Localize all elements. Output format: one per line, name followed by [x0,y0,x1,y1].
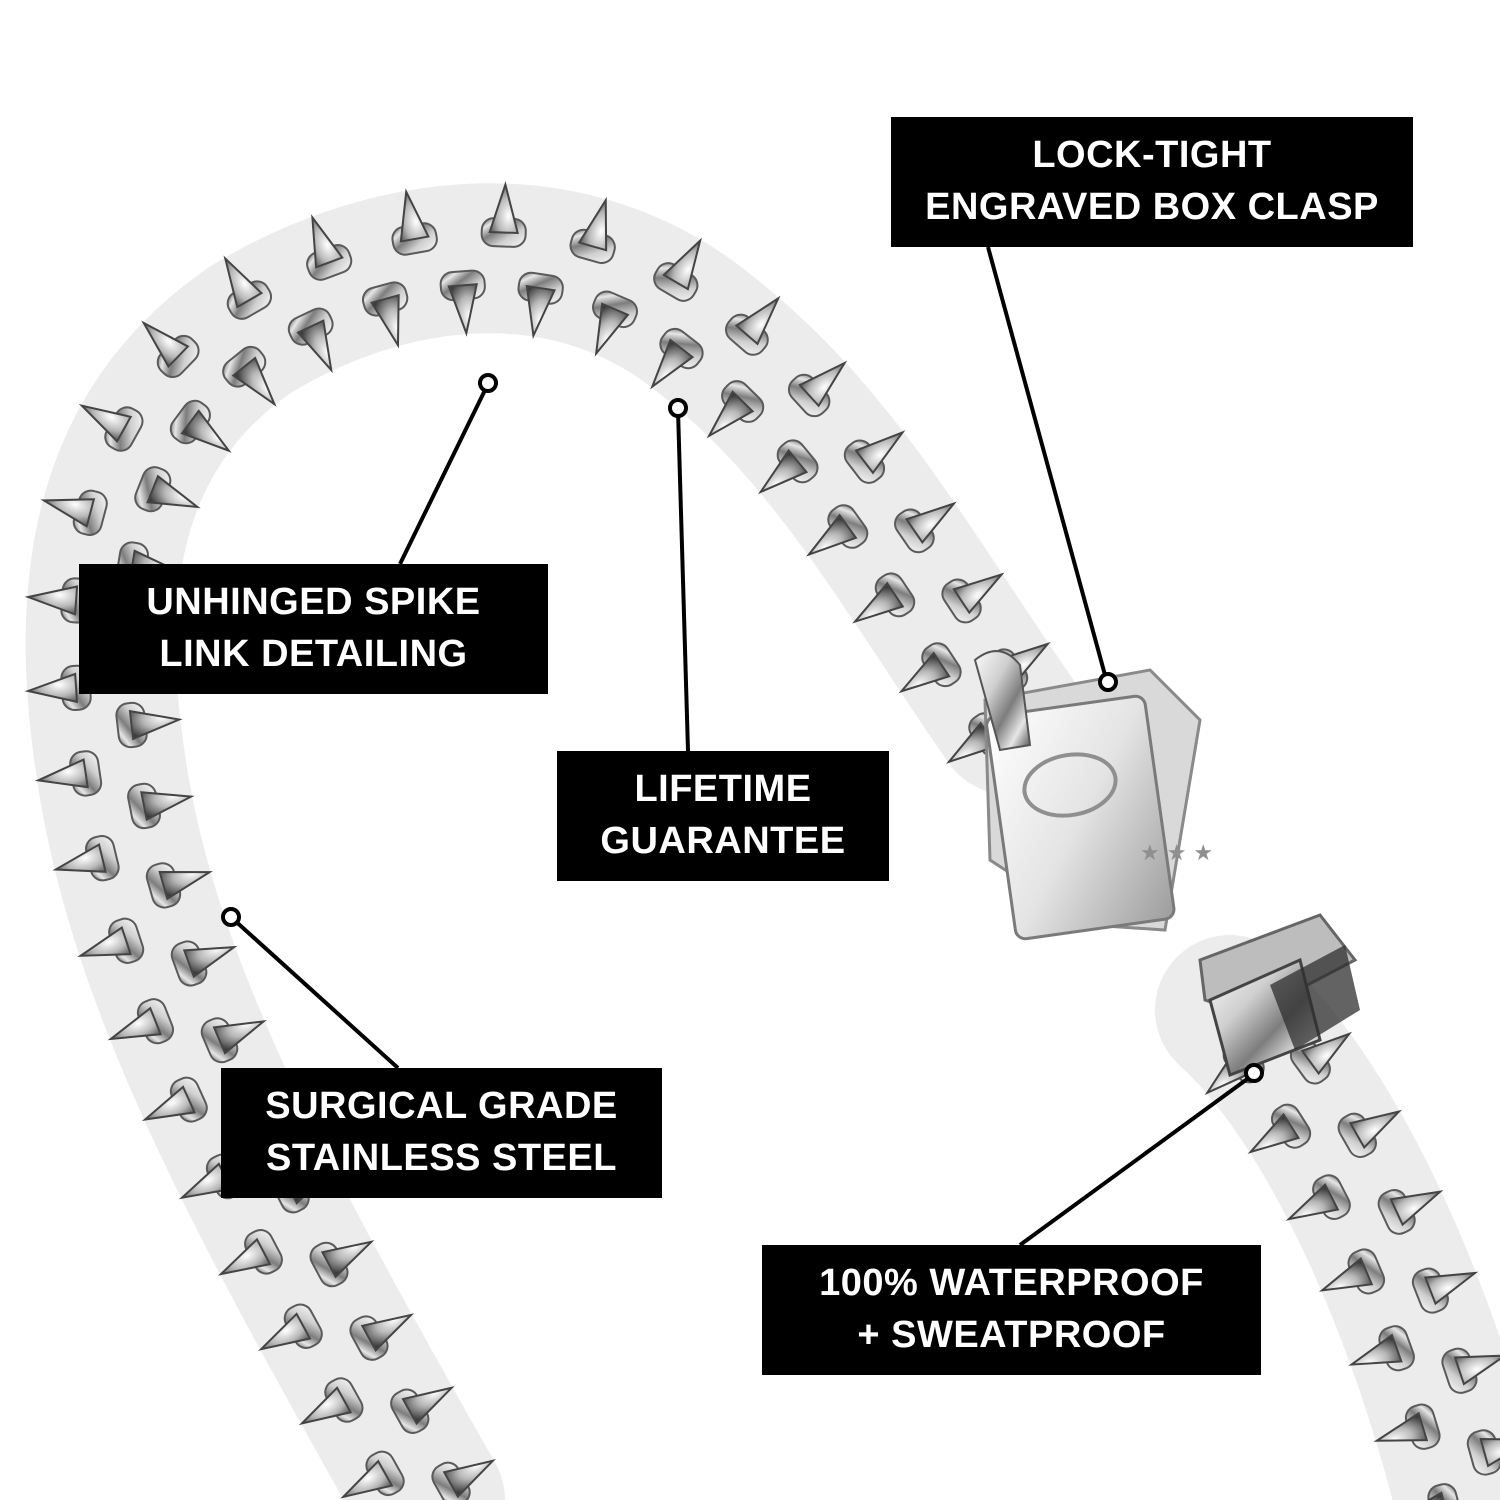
chain-link [145,862,214,909]
chain-link [1318,1248,1386,1295]
chain-link [650,327,704,390]
chain-link [569,196,616,265]
chain-link [309,1240,375,1288]
callout-surgical-steel: SURGICAL GRADE STAINLESS STEEL [221,1068,662,1198]
chain-link [805,504,869,557]
chain-link [843,430,906,484]
chain-link [852,572,916,624]
chain-link [898,642,962,694]
callout-line: ENGRAVED BOX CLASP [925,186,1379,228]
chain-link [787,360,848,418]
callout-lock-tight-clasp: LOCK-TIGHT ENGRAVED BOX CLASP [891,117,1413,247]
chain-link [517,271,564,340]
clasp-tongue [1198,913,1360,1078]
chain-link [653,237,702,302]
callout-line: LINK DETAILING [159,633,468,675]
chain-link [1373,1403,1441,1450]
chain-link [287,307,334,374]
chain-link [480,180,527,248]
chain-link [141,320,200,379]
chain-link [107,998,174,1045]
chain-link [706,380,765,439]
chain-link [169,399,232,453]
chain-link [1411,1267,1479,1314]
chain-link [349,1313,415,1361]
chain-link [170,940,238,987]
chain-link [1441,1347,1500,1394]
chain-link [1466,1429,1500,1476]
callout-line: GUARANTEE [600,820,846,862]
callout-line: 100% WATERPROOF [819,1262,1204,1304]
chain-link [306,214,353,281]
chain-link [592,290,638,357]
callout-dot-spike [478,373,498,393]
callout-dot-water [1244,1063,1264,1083]
chain-link [1285,1174,1351,1221]
chain-link [941,572,1005,624]
chain-link [391,188,438,256]
chain-link [725,295,781,356]
chain-link [361,281,409,349]
chain-link [1348,1325,1415,1372]
chain-link [257,1303,323,1351]
chain-link [222,345,277,407]
callout-dot-lifetime [668,398,688,418]
chain-link [52,834,120,882]
chain-link [1337,1109,1403,1158]
chain-link [34,750,103,797]
chain-link [40,489,108,536]
chain-link [200,1017,267,1064]
chain-link [1377,1189,1444,1235]
chain-link [141,1076,208,1123]
chain-link [115,701,183,749]
callout-line: LOCK-TIGHT [1032,134,1272,176]
callout-lifetime-guarantee: LIFETIME GUARANTEE [557,751,889,881]
chain-link [217,1229,283,1276]
callout-dot-clasp [1098,672,1118,692]
chain-link [340,1450,405,1499]
chain-link [78,403,144,452]
callout-dot-steel [221,907,241,927]
chain-link [431,1459,496,1500]
callout-waterproof: 100% WATERPROOF + SWEATPROOF [762,1245,1261,1375]
callout-line: UNHINGED SPIKE [146,581,481,623]
chain-link [439,269,486,337]
box-clasp: ★ ★ ★ [973,650,1213,941]
chain-link [390,1386,455,1434]
engraved-logo-icon [1022,752,1118,818]
chain-link [127,782,195,830]
chain-link [757,439,819,495]
callout-line: LIFETIME [634,768,812,810]
chain-link [223,255,273,320]
callout-line: STAINLESS STEEL [266,1137,617,1179]
callout-line: SURGICAL GRADE [265,1085,618,1127]
chain-link [298,1377,364,1426]
callout-line: + SWEATPROOF [857,1314,1166,1356]
engraved-stars-icon: ★ ★ ★ [1140,841,1213,866]
callout-spike-link: UNHINGED SPIKE LINK DETAILING [79,564,548,694]
chain-link [77,917,145,964]
chain-link [134,466,201,513]
chain-link [1247,1103,1312,1154]
leader-lines [230,246,1252,1247]
callout-dots [221,373,1264,1083]
chain-link [894,501,957,554]
